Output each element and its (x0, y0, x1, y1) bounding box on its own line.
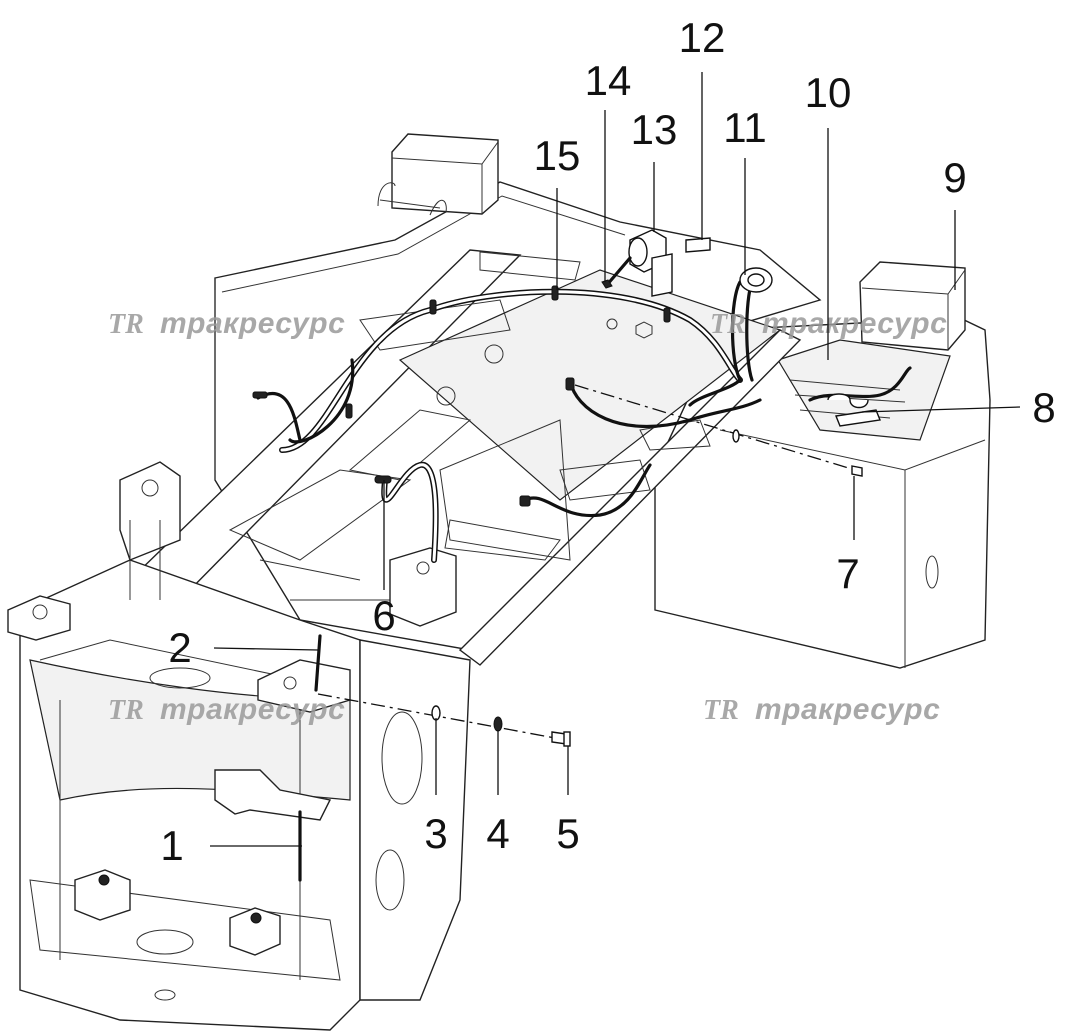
connector-part (827, 393, 881, 427)
harness-main (256, 280, 912, 882)
callout-12: 12 (679, 14, 726, 61)
callout-6: 6 (372, 592, 395, 639)
watermark-text: тракресурс (762, 307, 947, 340)
callout-1: 1 (160, 822, 183, 869)
callout-11: 11 (723, 104, 767, 151)
callout-15: 15 (534, 132, 581, 179)
callout-8: 8 (1032, 384, 1055, 431)
cab-handle-box (377, 133, 499, 216)
watermark-text: тракресурс (160, 307, 345, 340)
leader-lines (210, 72, 1021, 847)
rear-tank-body (654, 317, 991, 669)
callout-7: 7 (836, 550, 859, 597)
fastener-set-front (314, 634, 571, 747)
callout-4: 4 (486, 810, 509, 857)
callout-13: 13 (631, 106, 678, 153)
battery-box (859, 261, 966, 351)
callout-2: 2 (168, 624, 191, 671)
callout-5: 5 (556, 810, 579, 857)
watermark-text: тракресурс (755, 693, 940, 726)
callout-14: 14 (585, 57, 632, 104)
callout-3: 3 (424, 810, 447, 857)
watermark-logo: TR (710, 309, 746, 340)
watermark-4: TR тракресурс (703, 693, 940, 726)
harness-clamps (252, 285, 671, 507)
relay-part (628, 229, 673, 297)
callout-labels: 1 2 3 4 5 6 7 8 9 10 11 12 13 14 15 (160, 14, 1055, 869)
front-frame (7, 461, 471, 1031)
callout-10: 10 (805, 69, 852, 116)
watermark-text: тракресурс (160, 693, 345, 726)
watermark-logo: TR (703, 695, 739, 726)
plate-part (685, 237, 711, 253)
grommet-part (739, 267, 773, 293)
watermark-logo: TR (108, 695, 144, 726)
callout-9: 9 (943, 154, 966, 201)
watermark-3: TR тракресурс (108, 693, 345, 726)
watermark-1: TR тракресурс (108, 307, 345, 340)
fastener-set-rear (574, 384, 863, 477)
watermark-2: TR тракресурс (710, 307, 947, 340)
watermark-logo: TR (108, 309, 144, 340)
